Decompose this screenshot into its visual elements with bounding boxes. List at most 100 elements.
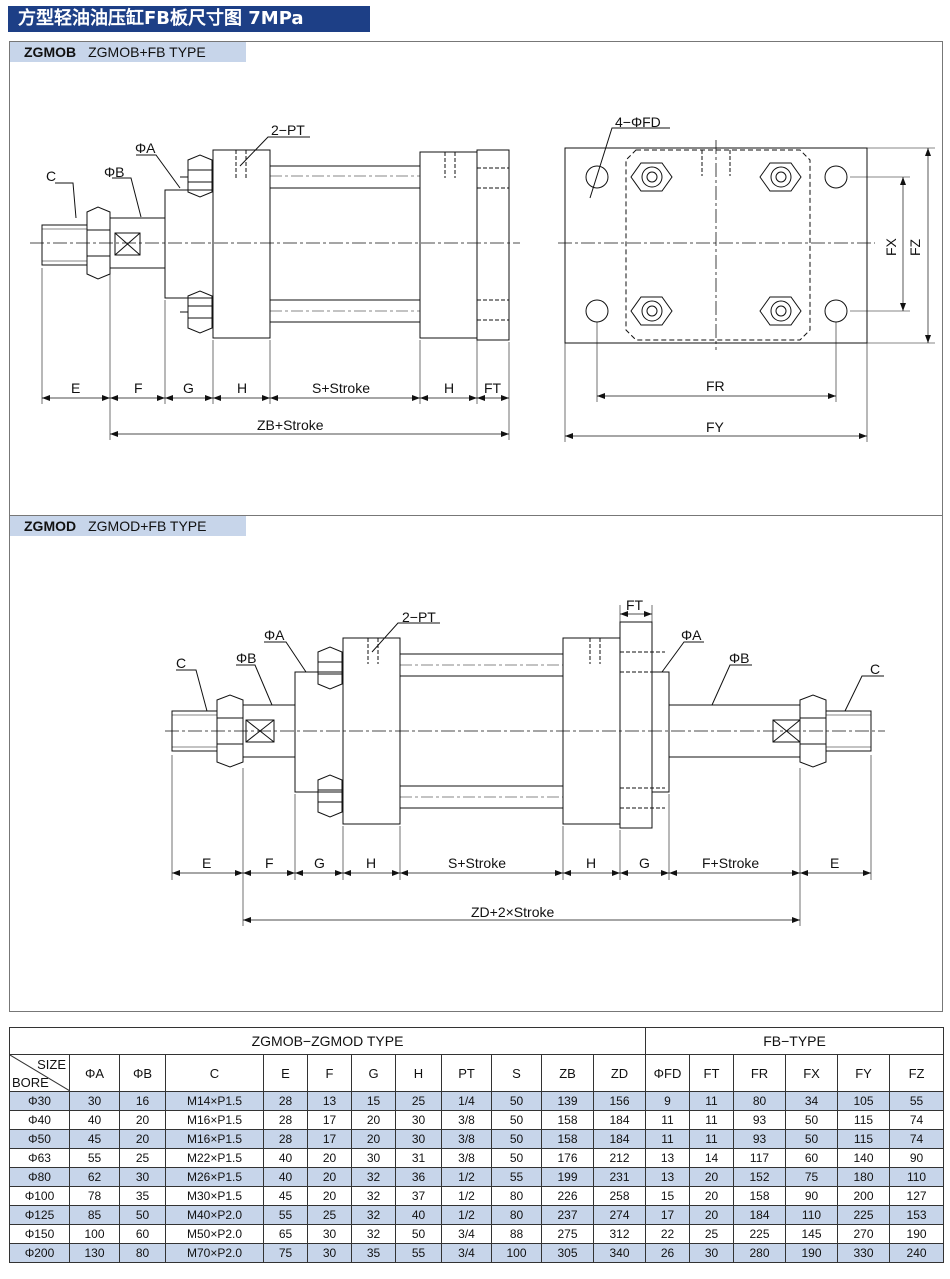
bore-size-cell: Φ125 <box>9 1205 70 1225</box>
table-cell: M16×P1.5 <box>165 1129 264 1149</box>
table-group-zgmob-zgmod: ZGMOB−ZGMOD TYPE <box>9 1027 646 1055</box>
table-cell: 145 <box>785 1224 838 1244</box>
top-label-g: G <box>183 380 194 396</box>
table-cell: 74 <box>888 1110 945 1130</box>
table-cell: 30 <box>395 1129 442 1149</box>
table-cell: 55 <box>69 1148 120 1168</box>
table-cell: 184 <box>733 1205 786 1225</box>
table-cell: 270 <box>837 1224 890 1244</box>
corner-size-label: SIZE <box>37 1057 66 1072</box>
bottom-label-g2: G <box>639 855 650 871</box>
top-label-f: F <box>134 380 143 396</box>
bore-size-cell: Φ200 <box>9 1243 70 1263</box>
table-cell: 17 <box>307 1110 352 1130</box>
table-cell: 22 <box>645 1224 690 1244</box>
table-cell: M70×P2.0 <box>165 1243 264 1263</box>
table-cell: 180 <box>837 1167 890 1187</box>
table-cell: 55 <box>491 1167 542 1187</box>
table-cell: 34 <box>785 1091 838 1111</box>
table-cell: 16 <box>119 1091 166 1111</box>
bore-size-cell: Φ40 <box>9 1110 70 1130</box>
table-cell: 30 <box>307 1224 352 1244</box>
bottom-label-phi-a-left: ΦA <box>264 627 285 643</box>
table-cell: M30×P1.5 <box>165 1186 264 1206</box>
table-cell: 3/8 <box>441 1110 492 1130</box>
table-cell: 1/2 <box>441 1186 492 1206</box>
table-cell: 20 <box>689 1186 734 1206</box>
zgmob-side-view <box>30 136 520 440</box>
table-cell: 20 <box>119 1129 166 1149</box>
column-header: G <box>351 1054 396 1092</box>
table-cell: 199 <box>541 1167 594 1187</box>
bore-size-cell: Φ100 <box>9 1186 70 1206</box>
table-cell: 305 <box>541 1243 594 1263</box>
table-cell: 152 <box>733 1167 786 1187</box>
top-label-ft: FT <box>484 380 502 396</box>
table-cell: 258 <box>593 1186 646 1206</box>
table-cell: 340 <box>593 1243 646 1263</box>
table-cell: 40 <box>263 1167 308 1187</box>
table-cell: 90 <box>785 1186 838 1206</box>
table-cell: 74 <box>888 1129 945 1149</box>
column-header: H <box>395 1054 442 1092</box>
top-label-s-stroke: S+Stroke <box>312 380 370 396</box>
table-cell: 3/4 <box>441 1224 492 1244</box>
bottom-label-zd-stroke: ZD+2×Stroke <box>471 904 554 920</box>
table-cell: 153 <box>888 1205 945 1225</box>
table-cell: 100 <box>69 1224 120 1244</box>
table-cell: 75 <box>785 1167 838 1187</box>
table-cell: 156 <box>593 1091 646 1111</box>
table-cell: 330 <box>837 1243 890 1263</box>
table-cell: 55 <box>263 1205 308 1225</box>
zgmod-tag-text: ZGMOD+FB TYPE <box>88 518 207 534</box>
top-label-phi-a: ΦA <box>135 140 156 156</box>
table-cell: 1/4 <box>441 1091 492 1111</box>
table-cell: 3/8 <box>441 1129 492 1149</box>
column-header: FZ <box>888 1054 945 1092</box>
top-label-e: E <box>71 380 80 396</box>
table-cell: 130 <box>69 1243 120 1263</box>
table-cell: 17 <box>307 1129 352 1149</box>
table-cell: 30 <box>69 1091 120 1111</box>
table-cell: 40 <box>263 1148 308 1168</box>
table-cell: 225 <box>733 1224 786 1244</box>
bore-size-cell: Φ80 <box>9 1167 70 1187</box>
bottom-label-c-left: C <box>176 655 186 671</box>
table-cell: M14×P1.5 <box>165 1091 264 1111</box>
top-label-fx: FX <box>883 237 899 256</box>
top-label-pt: 2−PT <box>271 122 305 138</box>
table-cell: 31 <box>395 1148 442 1168</box>
zgmod-tag-bold: ZGMOD <box>24 518 77 534</box>
table-cell: 60 <box>119 1224 166 1244</box>
top-label-zb-stroke: ZB+Stroke <box>257 417 324 433</box>
table-cell: 30 <box>119 1167 166 1187</box>
table-cell: 93 <box>733 1110 786 1130</box>
table-cell: 80 <box>733 1091 786 1111</box>
table-cell: 85 <box>69 1205 120 1225</box>
column-header: ΦFD <box>645 1054 690 1092</box>
table-cell: 3/4 <box>441 1243 492 1263</box>
table-cell: 280 <box>733 1243 786 1263</box>
table-cell: 60 <box>785 1148 838 1168</box>
table-cell: 90 <box>888 1148 945 1168</box>
table-cell: 184 <box>593 1110 646 1130</box>
table-cell: 237 <box>541 1205 594 1225</box>
table-cell: 11 <box>689 1129 734 1149</box>
column-header: S <box>491 1054 542 1092</box>
table-cell: 50 <box>785 1129 838 1149</box>
column-header: ΦA <box>69 1054 120 1092</box>
table-cell: 28 <box>263 1129 308 1149</box>
corner-bore-label: BORE <box>12 1075 49 1090</box>
table-cell: 88 <box>491 1224 542 1244</box>
zgmob-front-view <box>558 127 935 442</box>
table-cell: 105 <box>837 1091 890 1111</box>
table-cell: 14 <box>689 1148 734 1168</box>
table-cell: 11 <box>689 1091 734 1111</box>
table-corner-cell: SIZE BORE <box>9 1054 70 1092</box>
